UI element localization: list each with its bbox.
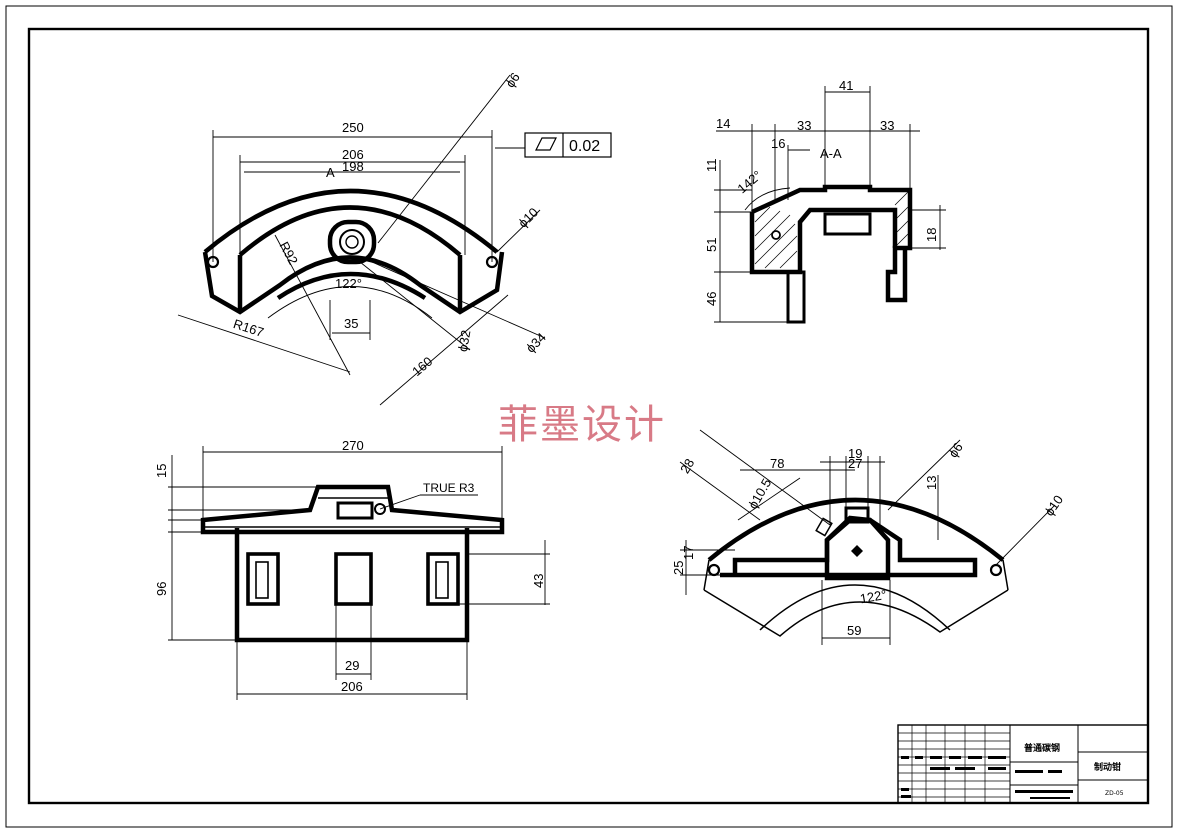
iso-center-mark (851, 545, 863, 557)
title-material: 普通碳钢 (1024, 742, 1060, 754)
front-dim-270: 270 (342, 438, 364, 453)
section-dim-11: 11 (704, 159, 719, 173)
iso-dim-78: 78 (770, 456, 784, 471)
top-dim-r167: R167 (231, 316, 265, 340)
front-dim-15: 15 (154, 464, 169, 478)
section-dim-41: 41 (839, 78, 853, 93)
iso-outer-arc (707, 497, 1005, 562)
section-dim-33a: 33 (797, 118, 811, 133)
top-dim-198: 198 (342, 159, 364, 174)
front-view: 270 15 96 43 29 206 TRUE R3 (154, 438, 550, 700)
tolerance-frame (524, 132, 612, 158)
front-dim-206: 206 (341, 679, 363, 694)
title-drawing-number: ZD-05 (1105, 790, 1124, 797)
section-dim-14: 14 (716, 116, 730, 131)
front-window-center (334, 552, 373, 606)
iso-dim-28: 28 (677, 456, 697, 476)
section-dim-33b: 33 (880, 118, 894, 133)
iso-dim-59: 59 (847, 623, 861, 638)
section-label: A-A (820, 146, 842, 161)
iso-dim-d6: ϕ6 (945, 440, 966, 460)
top-hub (327, 219, 377, 265)
sheet-inner-border (27, 27, 1150, 805)
front-body-outline (234, 528, 470, 643)
sheet-outer-border (5, 5, 1173, 828)
top-section-mark: A (326, 165, 335, 180)
section-dim-142deg: 142° (734, 167, 764, 196)
section-dim-18: 18 (924, 228, 939, 242)
front-dim-96: 96 (154, 582, 169, 596)
front-window-right (426, 552, 460, 606)
title-part-name: 制动钳 (1094, 761, 1121, 773)
iso-dim-13: 13 (924, 476, 939, 490)
top-dim-35: 35 (344, 316, 358, 331)
section-dim-16: 16 (771, 136, 785, 151)
front-dim-29: 29 (345, 658, 359, 673)
top-dim-206: 206 (342, 147, 364, 162)
front-dim-43: 43 (531, 574, 546, 588)
section-dim-51: 51 (704, 238, 719, 252)
top-dim-160: 160 (409, 354, 435, 379)
iso-dim-122deg: 122° (859, 587, 888, 606)
iso-dim-25: 25 (671, 561, 686, 575)
watermark-text: 菲墨设计 (498, 402, 666, 448)
top-view: 250 206 198 A R92 R167 122° 35 160 ϕ32 ϕ… (177, 70, 612, 406)
tolerance-value: 0.02 (569, 138, 600, 155)
top-dim-d34: ϕ34 (523, 330, 549, 356)
top-dim-122deg: 122° (335, 276, 362, 291)
top-dim-d10: ϕ10 (515, 205, 541, 231)
iso-dim-17: 17 (681, 546, 696, 560)
top-outer-arc (203, 188, 499, 254)
section-dim-46: 46 (704, 292, 719, 306)
top-dim-d32: ϕ32 (455, 329, 474, 353)
title-block: 普通碳钢 制动钳 ZD-05 (897, 724, 1149, 804)
iso-view: 28 78 ϕ10.5 19 27 ϕ6 13 ϕ10 25 17 122° 5… (671, 429, 1066, 645)
iso-hub-block (824, 517, 891, 581)
top-dim-250: 250 (342, 120, 364, 135)
section-pin (786, 270, 806, 324)
front-note-true-r3: TRUE R3 (423, 481, 475, 495)
iso-dim-19: 19 (848, 446, 862, 461)
top-dim-d6: ϕ6 (502, 70, 523, 90)
flatness-icon (535, 137, 557, 151)
front-window-left (246, 552, 280, 606)
section-view: 41 14 16 33 33 A-A 11 142° 51 46 18 (704, 78, 946, 324)
iso-dim-27: 27 (848, 456, 862, 471)
top-dim-r92: R92 (277, 239, 301, 267)
iso-dim-d10-5: ϕ10.5 (745, 476, 774, 512)
